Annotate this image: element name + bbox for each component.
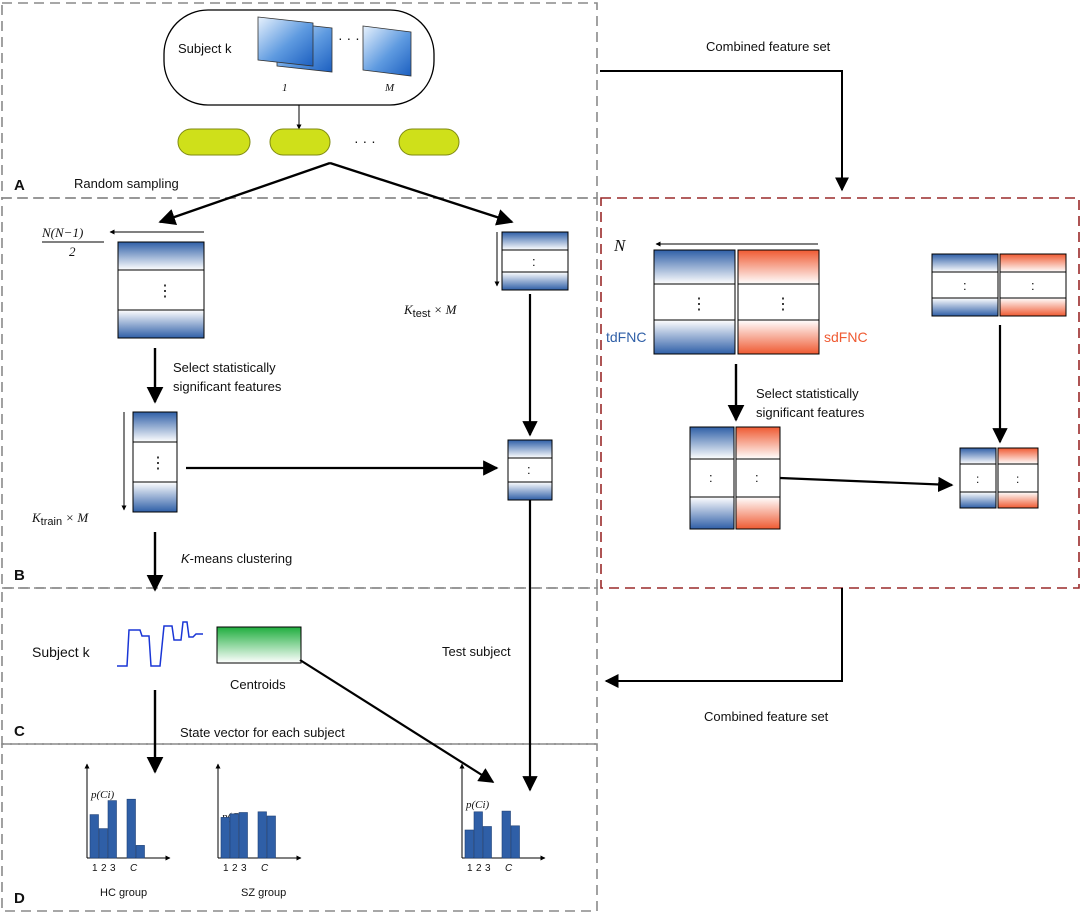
combined-bottom-label: Combined feature set [704, 709, 829, 724]
tick-label: 3 [485, 863, 491, 874]
combined-reduced-colon-2: : [755, 470, 759, 485]
train-k-dim-label: Ktrain × M [31, 510, 89, 528]
test-subject-label: Test subject [442, 644, 511, 659]
slides-ellipsis: · · · [338, 30, 360, 46]
train-dim-fraction: N(N−1) 2 [41, 225, 104, 259]
sample-pill-2 [269, 128, 331, 156]
histogram-bar [473, 811, 483, 859]
tdfnc-vdots: ⋮ [691, 296, 707, 313]
centroids-box [216, 626, 302, 664]
sdfnc-vdots: ⋮ [775, 296, 791, 313]
tick-label: C [505, 863, 513, 874]
sample-pills [177, 128, 460, 156]
random-sampling-label: Random sampling [74, 176, 179, 191]
histogram-bar [482, 826, 492, 859]
select-label-left-2: significant features [173, 379, 282, 394]
reduced-test-matrix: : [507, 439, 553, 501]
combined-test-colon-1: : [963, 278, 967, 293]
tick-label: C [130, 863, 138, 874]
combined-reduced-test-matrix: : : [959, 447, 1039, 509]
frame-c [1, 587, 598, 745]
reduced-train-vdots: ⋮ [150, 455, 166, 472]
combined-reduced-colon-1: : [709, 470, 713, 485]
slide-index-first: 1 [282, 82, 288, 94]
hc-group-label: HC group [100, 887, 147, 899]
sample-pill-1 [177, 128, 251, 156]
combined-test-colon-2: : [1031, 278, 1035, 293]
histogram-bar [257, 811, 267, 859]
frame-a [1, 2, 598, 199]
histogram-bar [107, 800, 117, 859]
frame-d [1, 743, 598, 912]
histogram-bar [220, 817, 230, 859]
reduced-train-matrix: ⋮ [132, 411, 178, 513]
tick-label: 1 [467, 863, 473, 874]
histogram-bar [501, 810, 511, 859]
reduced-test-colon: : [527, 462, 531, 477]
tick-label: 3 [110, 863, 116, 874]
histogram-bar [229, 813, 239, 859]
tick-label: C [261, 863, 269, 874]
subject-k-label-a: Subject k [178, 41, 232, 56]
train-matrix-vdots: ⋮ [157, 283, 173, 300]
combined-reduced-matrix: : : [689, 426, 781, 530]
sdfnc-label: sdFNC [824, 329, 868, 345]
test-dim-label: Ktest × M [403, 302, 458, 320]
pills-ellipsis: · · · [354, 133, 376, 149]
select-label-right-1: Select statistically [756, 386, 859, 401]
tick-label: 1 [223, 863, 229, 874]
select-label-right-2: significant features [756, 405, 865, 420]
histogram-bar [135, 845, 145, 859]
histogram-bar [98, 828, 108, 859]
tdfnc-label: tdFNC [606, 329, 646, 345]
slide-1a [257, 16, 314, 67]
histogram-bar [238, 812, 248, 859]
combined-top-label: Combined feature set [706, 39, 831, 54]
sample-pill-3 [398, 128, 460, 156]
train-dim-den: 2 [69, 244, 76, 259]
combined-test-matrix: : : [931, 253, 1067, 317]
state-vector-label: State vector for each subject [180, 725, 345, 740]
y-axis-label: p(Ci) [465, 799, 490, 811]
select-label-left-1: Select statistically [173, 360, 276, 375]
tick-label: 2 [232, 863, 238, 874]
combined-reduced-test-colon-1: : [976, 472, 979, 486]
test-matrix: : [501, 231, 569, 291]
frame-combined [600, 197, 1080, 589]
kmeans-label: K-means clustering [181, 551, 292, 566]
histogram-bar [464, 829, 474, 859]
subject-k-label-c: Subject k [32, 644, 91, 660]
y-axis-label: p(Ci) [90, 789, 115, 801]
test-matrix-colon: : [532, 254, 536, 269]
panel-frames [1, 2, 598, 912]
tick-label: 2 [476, 863, 482, 874]
train-matrix: ⋮ [117, 241, 205, 339]
tick-label: 2 [101, 863, 107, 874]
volume-slides [257, 16, 412, 77]
panel-label-d: D [14, 890, 25, 907]
train-dim-num: N(N−1) [41, 225, 83, 240]
centroids-label: Centroids [230, 677, 286, 692]
combined-reduced-test-colon-2: : [1016, 472, 1019, 486]
tick-label: 1 [92, 863, 98, 874]
sdfnc-matrix: ⋮ [737, 249, 820, 355]
histogram-bar [266, 815, 276, 859]
histogram-bar [126, 798, 136, 859]
tdfnc-matrix: ⋮ [653, 249, 736, 355]
slide-m [362, 25, 412, 77]
state-trace [117, 621, 203, 667]
histogram-bar [89, 814, 99, 859]
panel-label-a: A [14, 177, 25, 194]
sz-group-label: SZ group [241, 887, 286, 899]
panel-label-b: B [14, 567, 25, 584]
histogram-bar [510, 825, 520, 859]
n-label: N [613, 236, 627, 255]
panel-label-c: C [14, 723, 25, 740]
tick-label: 3 [241, 863, 247, 874]
slide-index-last: M [384, 82, 395, 94]
